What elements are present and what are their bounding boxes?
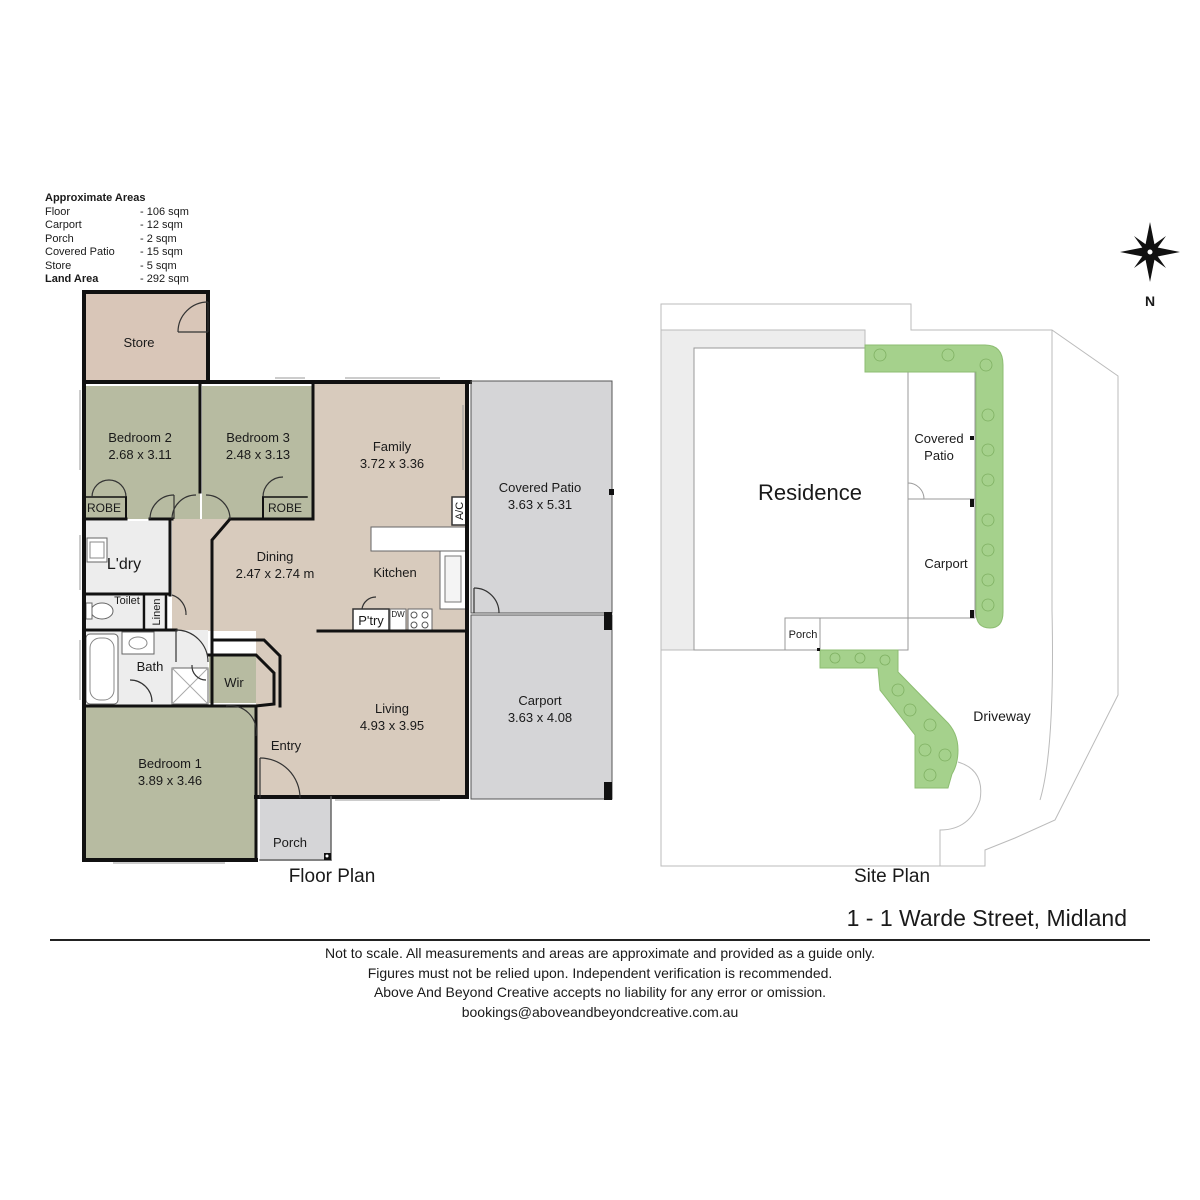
pantry-label: P'try	[358, 613, 384, 628]
store-label: Store	[123, 335, 154, 350]
laundry-trough	[86, 537, 108, 563]
toilet-bowl	[90, 602, 114, 620]
area-label: Land Area	[45, 273, 99, 285]
area-value: - 2 sqm	[140, 232, 177, 245]
area-label: Covered Patio	[45, 246, 115, 258]
area-label: Store	[45, 259, 72, 272]
site-plan: Residence Covered Patio Carport Porch Dr…	[660, 222, 1180, 887]
area-value: - 106 sqm	[140, 205, 189, 218]
bedroom-2-dims: 2.68 x 3.11	[108, 447, 171, 462]
family-label: Family	[373, 439, 412, 454]
area-label: Carport	[45, 219, 82, 231]
toilet-label: Toilet	[114, 595, 140, 607]
robe-2-label: ROBE	[87, 501, 121, 515]
porch-label: Porch	[273, 835, 307, 850]
area-row: Porch - 2 sqm	[45, 232, 177, 247]
area-label: Porch	[45, 232, 74, 245]
garden-bed-north	[864, 344, 1004, 629]
dining-label: Dining	[257, 549, 294, 564]
approximate-areas-table: Approximate Areas Floor - 106 sqm Carport…	[45, 192, 189, 287]
bedroom-3-label: Bedroom 3	[226, 430, 290, 445]
disclaimer-line: Figures must not be relied upon. Indepen…	[367, 964, 833, 981]
area-row-land: Land Area - 292 sqm	[45, 273, 189, 287]
area-row: Store - 5 sqm	[45, 259, 177, 274]
site-plan-caption: Site Plan	[854, 866, 930, 887]
garden-bed-front	[819, 649, 959, 789]
family-dims: 3.72 x 3.36	[360, 456, 424, 471]
laundry-label: L'dry	[107, 556, 141, 573]
kitchen-sink	[444, 555, 462, 603]
site-patio-label: Patio	[924, 448, 954, 463]
dishwasher-label: DW	[391, 610, 405, 619]
area-value: - 12 sqm	[140, 219, 183, 231]
areas-heading: Approximate Areas	[45, 192, 146, 204]
disclaimer: Not to scale. All measurements and areas…	[0, 944, 1200, 1022]
area-value: - 5 sqm	[140, 259, 177, 272]
living-label: Living	[375, 701, 409, 716]
driveway-label: Driveway	[973, 708, 1031, 724]
porch-area	[260, 797, 331, 861]
bedroom-1-dims: 3.89 x 3.46	[138, 773, 202, 788]
entry-label: Entry	[271, 738, 302, 753]
robe-2	[86, 497, 126, 519]
site-covered-label: Covered	[914, 431, 963, 446]
divider	[50, 939, 1150, 941]
covered-patio-area	[471, 381, 612, 613]
area-row: Covered Patio - 15 sqm	[45, 246, 183, 260]
living-room	[256, 631, 467, 797]
carport-area	[471, 615, 612, 799]
hall-area	[172, 595, 212, 631]
compass-icon	[1120, 222, 1180, 282]
store-room	[84, 293, 208, 382]
cooktop	[407, 608, 433, 632]
bedroom-1-room	[84, 706, 256, 859]
disclaimer-line: Above And Beyond Creative accepts no lia…	[373, 984, 827, 1000]
disclaimer-email: bookings@aboveandbeyondcreative.com.au	[461, 1003, 739, 1020]
compass-north-label: N	[1145, 293, 1155, 309]
kitchen-label: Kitchen	[373, 565, 416, 580]
kitchen-bench	[370, 526, 467, 552]
family-room	[313, 383, 467, 531]
disclaimer-line: Not to scale. All measurements and areas…	[325, 945, 875, 961]
linen-cupboard	[146, 594, 166, 628]
bedroom-2-label: Bedroom 2	[108, 430, 172, 445]
covered-patio-label: Covered Patio	[499, 480, 581, 495]
ac-label: A/C	[454, 502, 466, 520]
covered-patio-dims: 3.63 x 5.31	[508, 497, 572, 512]
area-value: - 292 sqm	[140, 273, 189, 285]
vanity	[121, 631, 155, 655]
bath-label: Bath	[137, 659, 164, 674]
site-porch-label: Porch	[789, 629, 818, 641]
carport-label: Carport	[518, 693, 562, 708]
bedroom-1-label: Bedroom 1	[138, 756, 202, 771]
robe-3-label: ROBE	[268, 501, 302, 515]
robe-3	[264, 497, 307, 519]
bedroom-3-dims: 2.48 x 3.13	[226, 447, 290, 462]
area-value: - 15 sqm	[140, 246, 183, 258]
area-row: Carport - 12 sqm	[45, 219, 183, 233]
floor-plan-caption: Floor Plan	[289, 866, 376, 887]
carport-dims: 3.63 x 4.08	[508, 710, 572, 725]
wir-label: Wir	[224, 675, 244, 690]
wir-room	[209, 655, 256, 703]
property-address: 1 - 1 Warde Street, Midland	[846, 905, 1127, 931]
site-carport-label: Carport	[924, 556, 968, 571]
area-label: Floor	[45, 205, 71, 218]
dining-dims: 2.47 x 2.74 m	[236, 566, 315, 581]
site-porch	[784, 617, 821, 651]
area-row: Floor - 106 sqm	[45, 205, 189, 220]
residence-label: Residence	[758, 480, 862, 505]
linen-label: Linen	[151, 599, 163, 626]
living-dims: 4.93 x 3.95	[360, 718, 424, 733]
floor-plan: Store Bedroom 2 2.68 x 3.11 Bedroom 3 2.…	[79, 290, 614, 887]
